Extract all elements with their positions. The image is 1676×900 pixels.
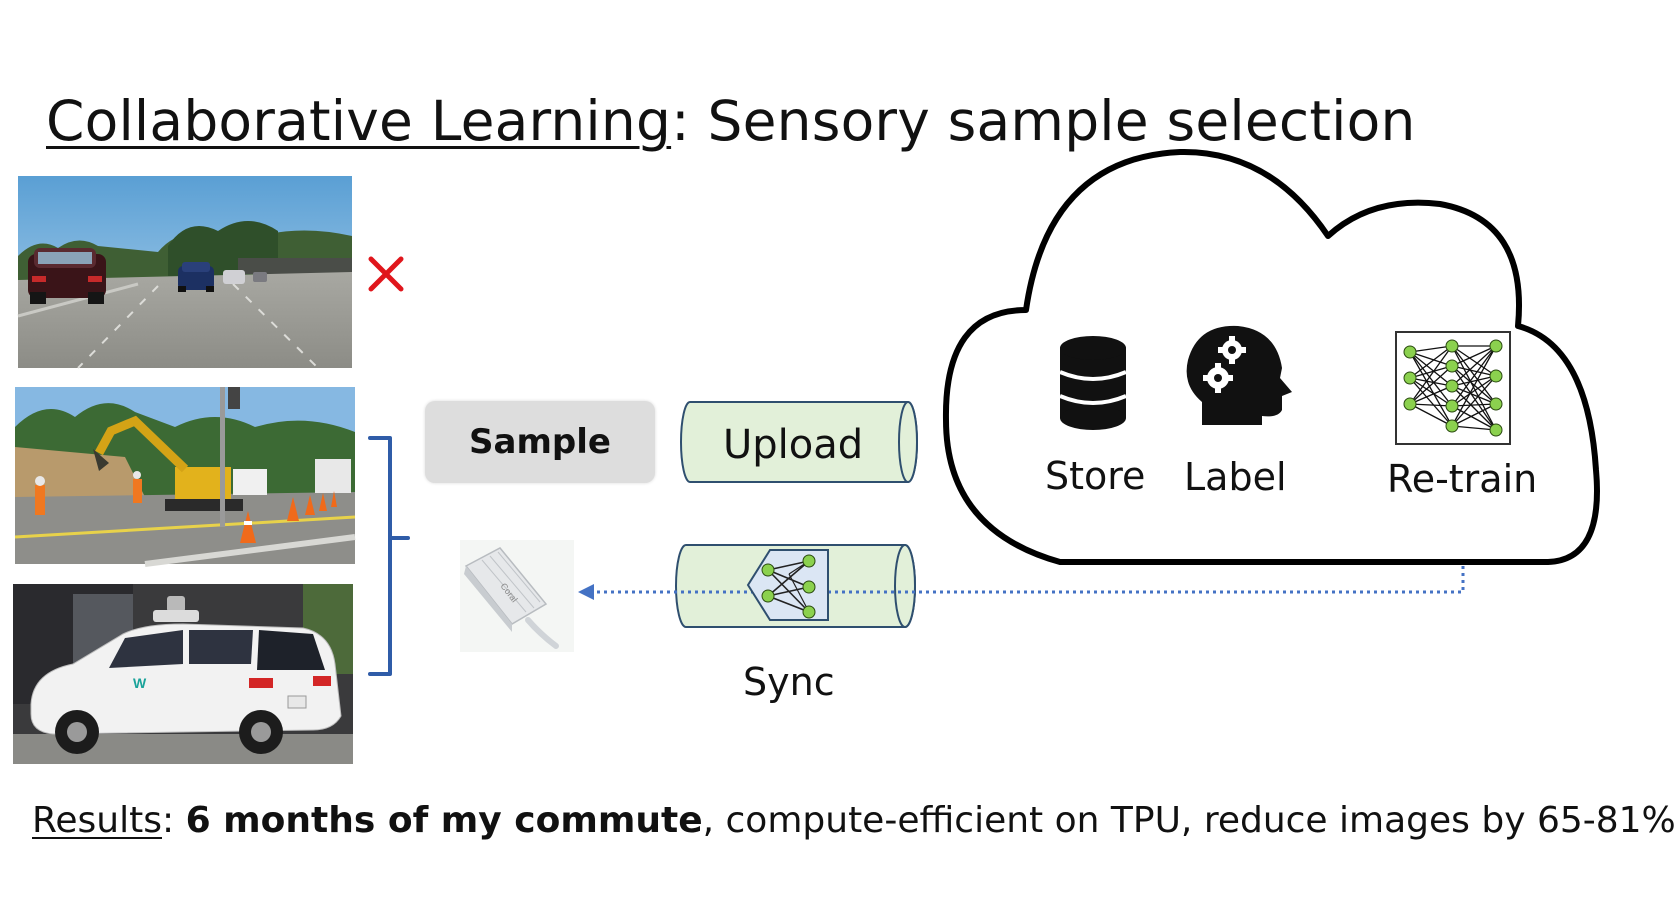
results-rest: , compute-efficient on TPU, reduce image… — [702, 800, 1676, 841]
sync-label: Sync — [743, 660, 835, 704]
retrain-label: Re-train — [1387, 457, 1538, 501]
results-colon: : — [162, 800, 186, 841]
photo-self-driving-car: W — [13, 584, 353, 764]
sync-arrow-head — [578, 584, 594, 600]
tpu-device-icon: Coral — [460, 540, 574, 652]
upload-label: Upload — [723, 422, 864, 468]
head-gears-icon — [1186, 325, 1292, 425]
diagram-overlay: Coral — [460, 148, 1600, 652]
database-icon — [1059, 336, 1127, 430]
label-label: Label — [1184, 455, 1287, 499]
neural-network-icon — [1395, 331, 1511, 445]
upload-pipe — [680, 401, 918, 483]
photo-highway — [17, 176, 352, 369]
selection-bracket — [368, 436, 410, 676]
sync-model-icon — [746, 549, 829, 621]
svg-text:W: W — [133, 675, 147, 691]
store-label: Store — [1045, 454, 1146, 498]
sample-label: Sample — [469, 422, 611, 462]
photo-construction — [14, 387, 356, 567]
title-underlined: Collaborative Learning — [46, 89, 672, 153]
title-rest: : Sensory sample selection — [671, 89, 1416, 153]
sample-box: Sample — [425, 401, 655, 483]
results-bold: 6 months of my commute — [185, 800, 703, 841]
results-line: Results: 6 months of my commute, compute… — [32, 800, 1676, 841]
slide-title: Collaborative Learning: Sensory sample s… — [46, 88, 1416, 154]
results-prefix: Results — [32, 800, 162, 841]
red-cross-icon — [368, 256, 404, 292]
